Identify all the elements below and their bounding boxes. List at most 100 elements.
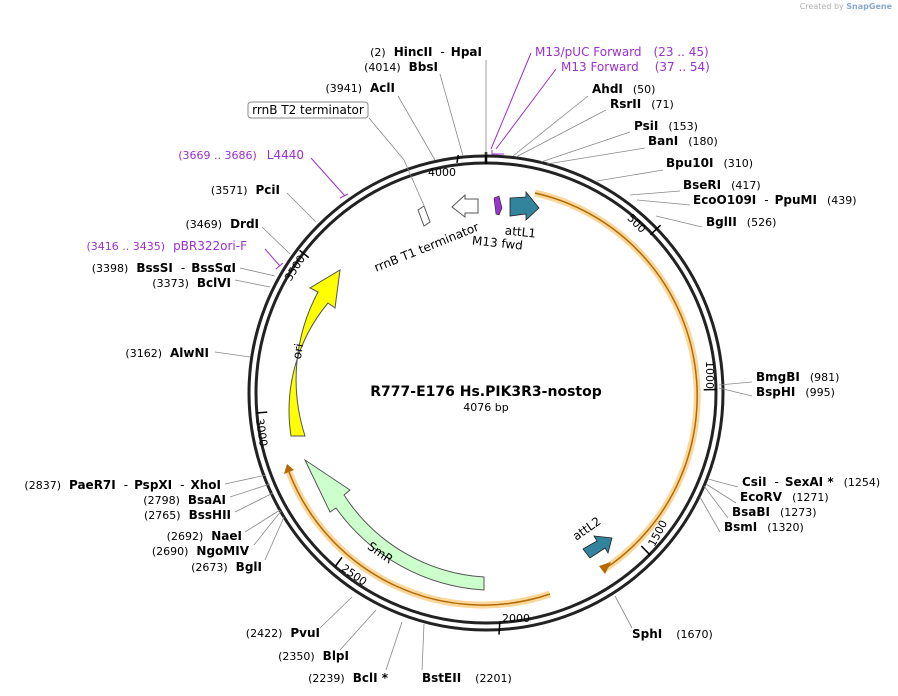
enzyme-bmgbi[interactable]: BmgBI(981) (756, 370, 839, 384)
enzyme-bsshii[interactable]: (2765)BssHII (144, 508, 231, 522)
leader-acli (397, 95, 436, 161)
enzyme-name: EcoO109I (693, 193, 756, 207)
enzyme-hincii-hpai[interactable]: (2)HincII-HpaI (370, 45, 482, 59)
enzyme-name: EcoRV (740, 490, 783, 504)
enzyme-sphi[interactable]: SphI(1670) (632, 627, 713, 641)
tick-3500 (299, 249, 310, 259)
rrnb-t2-arrow[interactable] (417, 205, 431, 227)
enzyme-separator: - (181, 261, 185, 275)
orf-line (534, 192, 698, 571)
enzyme-pcii[interactable]: (3571)PciI (211, 183, 280, 197)
enzyme-bani[interactable]: BanI(180) (648, 134, 718, 148)
enzyme-position: (1254) (844, 476, 881, 489)
enzyme-name-2: SexAI * (785, 475, 834, 489)
smr-track-line (288, 471, 551, 606)
orf-arc[interactable] (534, 189, 701, 574)
enzyme-acli[interactable]: (3941)AclI (325, 81, 395, 95)
tick-1500 (640, 545, 651, 556)
attl2-feature[interactable]: attL2 (570, 514, 613, 559)
enzyme-bcli[interactable]: (2239)BclI * (308, 671, 389, 685)
enzyme-bsphi[interactable]: BspHI(995) (756, 385, 835, 399)
enzyme-leader-lines (214, 60, 753, 671)
enzyme-psii[interactable]: PsiI(153) (634, 119, 698, 133)
leader-bpu10i (596, 169, 664, 182)
leader-sphi (614, 595, 633, 629)
attl1-feature[interactable]: attL1 (504, 190, 540, 241)
m13-fwd-feature[interactable]: M13 fwd (471, 195, 523, 253)
enzyme-name-2: HpaI (451, 45, 482, 59)
enzyme-position: (417) (731, 179, 761, 192)
enzyme-paer7i-pspxi-xhoi[interactable]: (2837)PaeR7I-PspXI-XhoI (24, 478, 221, 492)
enzyme-naei[interactable]: (2692)NaeI (167, 529, 242, 543)
enzyme-bclvi[interactable]: (3373)BclVI (152, 276, 231, 290)
leader-eco0109i (636, 199, 691, 206)
enzyme-position: (3469) (185, 218, 222, 231)
primer-name: M13 Forward (561, 60, 639, 74)
enzyme-position: (2690) (152, 545, 189, 558)
primer-bar-pbr322ori-f (275, 262, 284, 270)
enzyme-bbsi[interactable]: (4014)BbsI (364, 60, 438, 74)
credit-prefix: Created by (799, 2, 844, 11)
enzyme-csii-sexai[interactable]: CsiI-SexAI *(1254) (742, 475, 880, 489)
enzyme-position: (4014) (364, 61, 401, 74)
enzyme-position: (2201) (475, 672, 512, 685)
primer-leader-lines (264, 52, 557, 270)
primer-pbr322ori-f[interactable]: (3416 .. 3435)pBR322ori-F (87, 239, 248, 253)
enzyme-pvui[interactable]: (2422)PvuI (246, 626, 320, 640)
enzyme-separator: - (440, 45, 444, 59)
leader-rsrii (515, 109, 607, 158)
leader-bclvi (234, 279, 271, 288)
enzyme-beri[interactable]: BseRI(417) (683, 178, 761, 192)
enzyme-position: (1670) (676, 628, 713, 641)
leader-csii (707, 478, 739, 488)
primer-m13-forward[interactable]: M13 Forward(37 .. 54) (561, 60, 710, 74)
enzyme-name: BsaAI (188, 493, 226, 507)
ori-feature[interactable]: ori (288, 269, 341, 437)
rrnb-t2-callout[interactable]: rrnB T2 terminator (247, 101, 426, 209)
enzyme-rsrii[interactable]: RsrII(71) (610, 97, 674, 111)
enzyme-ecorv[interactable]: EcoRV (1271) (740, 490, 829, 504)
enzyme-bsssi-bsssai[interactable]: (3398)BssSI-BssSαI (92, 261, 236, 275)
enzyme-bglii[interactable]: BglII(526) (706, 215, 776, 229)
enzyme-position: (1320) (767, 521, 804, 534)
enzyme-ahdi[interactable]: AhdI(50) (592, 82, 655, 96)
enzyme-ngomiv[interactable]: (2690) NgoMIV (152, 544, 250, 558)
backbone (247, 152, 725, 632)
enzyme-eco0109i-ppumi[interactable]: EcoO109I-PpuMI(439) (693, 193, 857, 207)
enzyme-name: BmgBI (756, 370, 800, 384)
leader-xhoi (224, 474, 267, 485)
enzyme-alwni[interactable]: (3162)AlwNI (125, 346, 209, 360)
enzyme-bgli[interactable]: (2673)BglI (191, 560, 262, 574)
enzyme-position: (1271) (792, 491, 829, 504)
leader-bsssi (239, 267, 276, 277)
enzyme-drdi[interactable]: (3469)DrdI (185, 217, 259, 231)
enzyme-bsabi[interactable]: BsaBI(1273) (732, 505, 817, 519)
enzyme-name: HincII (394, 45, 433, 59)
enzyme-blpi[interactable]: (2350)BlpI (278, 649, 349, 663)
enzyme-position: (2350) (278, 650, 315, 663)
tick-3000 (256, 411, 268, 414)
leader-beri (629, 190, 681, 196)
primer-m13-puc-forward[interactable]: M13/pUC Forward(23 .. 45) (535, 45, 709, 59)
leader-l4440 (310, 157, 346, 197)
leader-bsteii (421, 623, 425, 671)
enzyme-bsaai[interactable]: (2798)BsaAI (143, 493, 226, 507)
enzyme-name: NgoMIV (196, 544, 249, 558)
rrnb-t1-label: rrnB T1 terminator (372, 220, 481, 275)
enzyme-bpu10i[interactable]: Bpu10I(310) (666, 156, 753, 170)
enzyme-bsmi[interactable]: BsmI(1320) (724, 520, 804, 534)
leader-drdi (261, 226, 291, 255)
enzyme-name: BsaBI (732, 505, 770, 519)
enzyme-name: AlwNI (170, 346, 209, 360)
primer-range: (3669 .. 3686) (178, 149, 257, 162)
attl2-arrow (582, 535, 613, 559)
rrnb-t1-feature[interactable]: rrnB T1 terminator (372, 193, 481, 275)
smr-feature[interactable]: SmR (303, 458, 485, 591)
leader-bmgbi (718, 381, 753, 386)
enzyme-bsteii[interactable]: BstEII(2201) (422, 671, 512, 685)
leader-bsphi (718, 387, 753, 397)
m13-fwd-label: M13 fwd (471, 233, 523, 252)
tick-marks (256, 154, 717, 635)
enzyme-name: AclI (370, 81, 395, 95)
primer-l4440[interactable]: (3669 .. 3686)L4440 (178, 148, 304, 162)
